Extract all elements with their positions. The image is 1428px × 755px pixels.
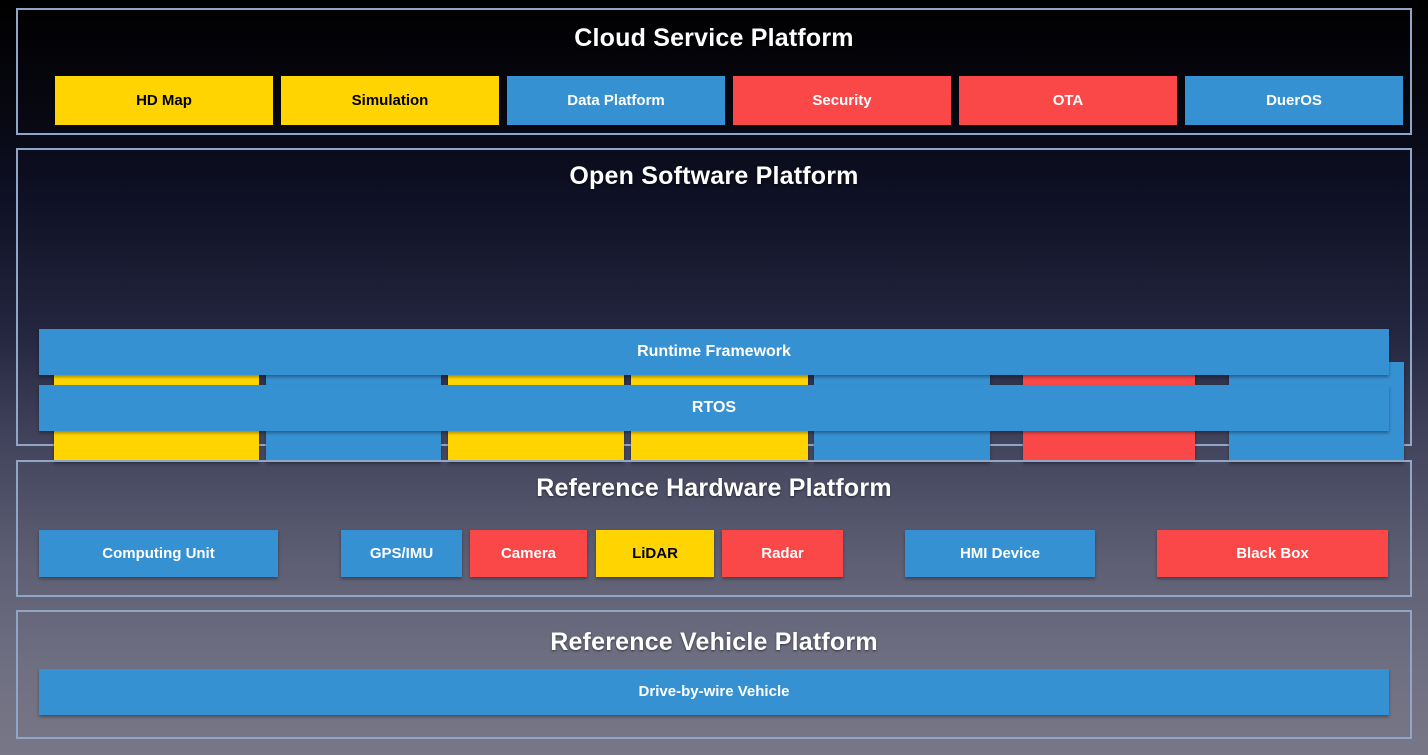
layer-panel-open-software-platform: Open Software Platform Map Engine Locali… [16,148,1412,462]
panel-title-hardware: Reference Hardware Platform [536,474,892,502]
block-runtime-framework[interactable]: Runtime Framework [39,329,1389,375]
block-gps-imu[interactable]: GPS/IMU [341,530,462,577]
layer-panel-reference-hardware-platform: Reference Hardware Platform Computing Un… [16,460,1412,597]
layer-panel-cloud-service-platform: Cloud Service Platform HD Map Simulation… [16,8,1412,135]
layer-panel-reference-vehicle-platform: Reference Vehicle Platform Drive-by-wire… [16,610,1412,739]
block-hmi-device[interactable]: HMI Device [905,530,1095,577]
block-label: LiDAR [632,544,678,562]
block-label: Drive-by-wire Vehicle [638,683,790,701]
block-computing-unit[interactable]: Computing Unit [39,530,278,577]
block-label: DuerOS [1266,91,1322,109]
block-drive-by-wire-vehicle[interactable]: Drive-by-wire Vehicle [39,669,1389,715]
block-hd-map[interactable]: HD Map [55,76,273,125]
block-dueros[interactable]: DuerOS [1185,76,1403,125]
block-simulation[interactable]: Simulation [281,76,499,125]
block-rtos[interactable]: RTOS [39,385,1389,431]
block-data-platform[interactable]: Data Platform [507,76,725,125]
block-label: HMI Device [959,544,1041,562]
block-lidar[interactable]: LiDAR [596,530,714,577]
panel-title-vehicle: Reference Vehicle Platform [550,628,878,656]
block-label: Security [812,91,872,109]
block-label: Black Box [1236,544,1309,562]
block-black-box[interactable]: Black Box [1157,530,1388,577]
block-security[interactable]: Security [733,76,951,125]
block-label: Simulation [351,91,429,109]
block-label: HD Map [136,91,192,109]
block-label: GPS/IMU [369,544,434,562]
block-label: Data Platform [567,91,665,109]
block-label: Computing Unit [102,544,215,562]
block-radar[interactable]: Radar [722,530,843,577]
block-label: Radar [761,544,804,562]
block-ota[interactable]: OTA [959,76,1177,125]
block-camera[interactable]: Camera [470,530,587,577]
block-label: Runtime Framework [637,342,791,360]
block-label: RTOS [691,398,737,416]
panel-title-cloud: Cloud Service Platform [574,24,854,52]
panel-title-software: Open Software Platform [569,162,859,190]
block-label: Camera [500,544,557,562]
block-label: OTA [1052,91,1084,109]
